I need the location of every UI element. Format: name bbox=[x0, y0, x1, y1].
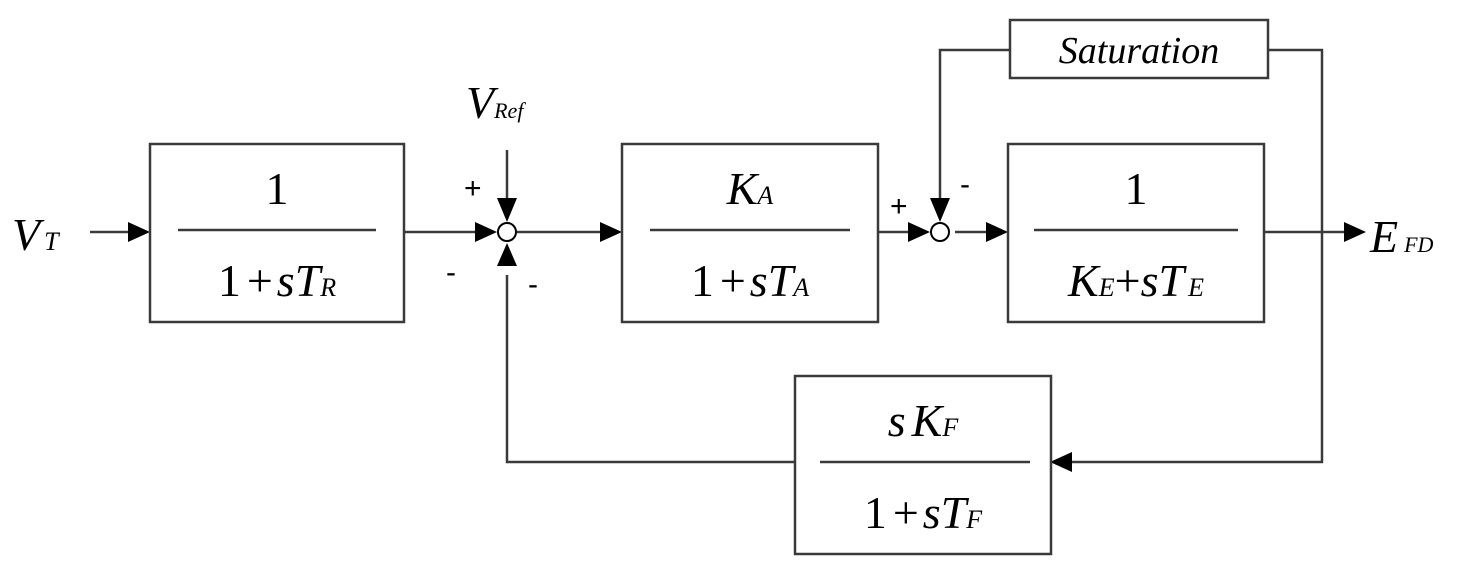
arrow-into-sum1-from-top bbox=[497, 198, 517, 222]
wire-feedback-to-sum1 bbox=[505, 275, 795, 464]
amplifier-denominator: 1+sTA bbox=[691, 255, 809, 306]
transducer-numerator: 1 bbox=[266, 163, 289, 214]
transducer-denominator: 1+sTR bbox=[218, 255, 336, 306]
arrow-into-amplifier bbox=[600, 222, 622, 242]
arrow-into-sum2-from-left bbox=[908, 222, 930, 242]
transducer-block: 1 1+sTR bbox=[148, 142, 406, 324]
arrowheads bbox=[128, 198, 1366, 472]
arrow-into-feedback bbox=[1050, 452, 1072, 472]
arrow-output bbox=[1344, 222, 1366, 242]
summing-junction-2 bbox=[930, 222, 950, 242]
arrow-into-sum1-from-left bbox=[475, 222, 497, 242]
arrow-into-sum1-from-bottom bbox=[497, 243, 517, 266]
amplifier-box bbox=[620, 142, 880, 324]
saturation-box bbox=[1008, 18, 1270, 80]
reference-signal-label: VRef bbox=[466, 77, 526, 128]
wire-saturation-to-sum2 bbox=[938, 48, 1010, 200]
wires bbox=[90, 48, 1348, 464]
exciter-numerator: 1 bbox=[1125, 163, 1148, 214]
sum1-feedback-sign: - bbox=[528, 268, 538, 301]
transducer-box bbox=[148, 142, 406, 324]
wire-output-to-feedback bbox=[1068, 232, 1324, 464]
arrow-into-sum2-from-top bbox=[930, 198, 950, 222]
sum1-ref-sign: + bbox=[464, 172, 482, 205]
wire-output-to-saturation bbox=[1268, 48, 1324, 232]
exciter-box bbox=[1006, 142, 1266, 324]
sum2-saturation-sign: - bbox=[960, 168, 970, 201]
sum2-forward-sign: + bbox=[890, 190, 908, 223]
saturation-label: Saturation bbox=[1059, 30, 1219, 72]
sum1-input-sign: - bbox=[446, 256, 456, 289]
arrow-into-exciter bbox=[986, 222, 1008, 242]
saturation-block: Saturation bbox=[1008, 18, 1270, 80]
amplifier-block: KA 1+sTA bbox=[620, 142, 880, 324]
summing-junction-1 bbox=[497, 222, 517, 242]
feedback-box bbox=[793, 374, 1053, 556]
feedback-denominator: 1+sTF bbox=[864, 487, 983, 538]
amplifier-numerator: KA bbox=[726, 163, 774, 214]
arrow-into-transducer bbox=[128, 222, 150, 242]
